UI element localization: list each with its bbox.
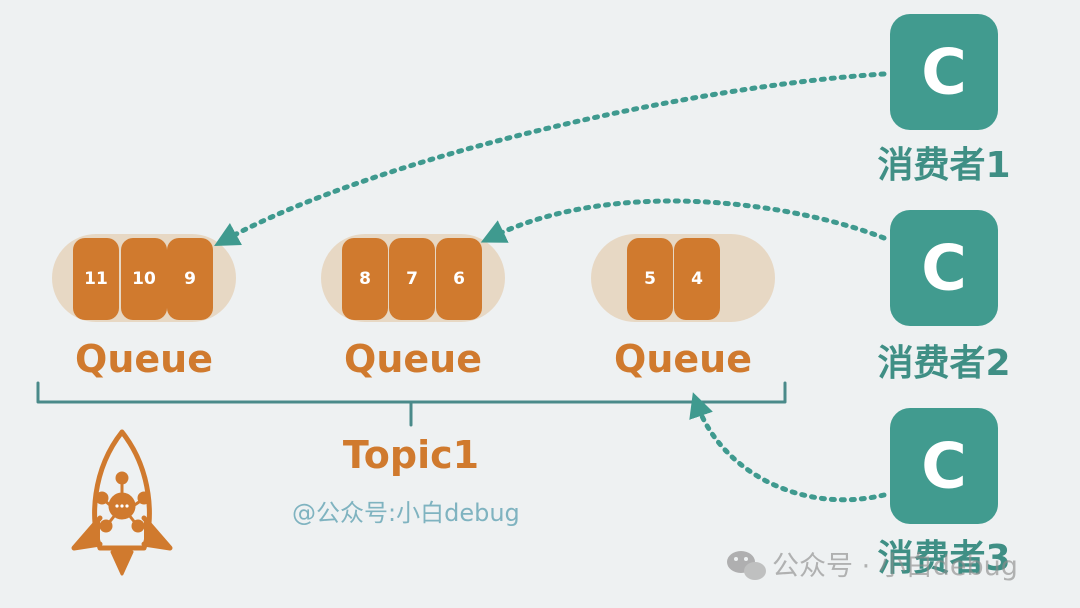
queue-label: Queue (75, 337, 213, 381)
message-slot: 6 (436, 238, 482, 320)
queue-1: 11 10 9 Queue (52, 234, 236, 381)
consumer-letter: C (921, 36, 967, 109)
message-slot: 11 (73, 238, 119, 320)
consumer-letter: C (921, 232, 967, 305)
consumer-label: 消费者3 (877, 538, 1010, 579)
arrow-consumer3-to-topic (689, 392, 887, 503)
queue-3: 5 4 Queue (591, 234, 775, 381)
topic-label: Topic1 (343, 433, 479, 477)
slot-number: 9 (184, 269, 196, 289)
credit-text: @公众号:小白debug (292, 499, 520, 527)
arrow-consumer1-to-queue1 (214, 71, 887, 247)
slot-number: 6 (453, 269, 465, 289)
queue-2: 8 7 6 Queue (321, 234, 505, 381)
consumer-label: 消费者2 (877, 343, 1010, 384)
watermark-text: 公众号 · 小白debug (772, 551, 1018, 582)
queue-label: Queue (344, 337, 482, 381)
rocketmq-rocket-icon (71, 429, 173, 576)
slot-number: 4 (691, 269, 703, 289)
slot-number: 8 (359, 269, 371, 289)
slot-number: 10 (132, 269, 156, 289)
message-slot: 8 (342, 238, 388, 320)
message-slot: 10 (121, 238, 167, 320)
topic-bracket (36, 381, 787, 427)
slot-number: 11 (84, 269, 108, 289)
message-slot: 9 (167, 238, 213, 320)
consumer-box (890, 14, 998, 130)
consumer-2: C 消费者2 (877, 210, 1011, 384)
consumer-1: C 消费者1 (877, 14, 1011, 186)
slot-number: 7 (406, 269, 418, 289)
consumer-3: C 消费者3 (877, 408, 1011, 579)
consumer-box (890, 408, 998, 524)
consumer-letter: C (921, 430, 967, 503)
consumer-box (890, 210, 998, 326)
slot-number: 5 (644, 269, 656, 289)
consumer-label: 消费者1 (877, 145, 1010, 186)
arrow-consumer2-to-queue2 (480, 198, 887, 243)
wechat-icon (727, 551, 766, 580)
message-slot: 5 (627, 238, 673, 320)
message-slot: 4 (674, 238, 720, 320)
watermark: 公众号 · 小白debug (727, 551, 1018, 582)
queue-label: Queue (614, 337, 752, 381)
message-slot: 7 (389, 238, 435, 320)
